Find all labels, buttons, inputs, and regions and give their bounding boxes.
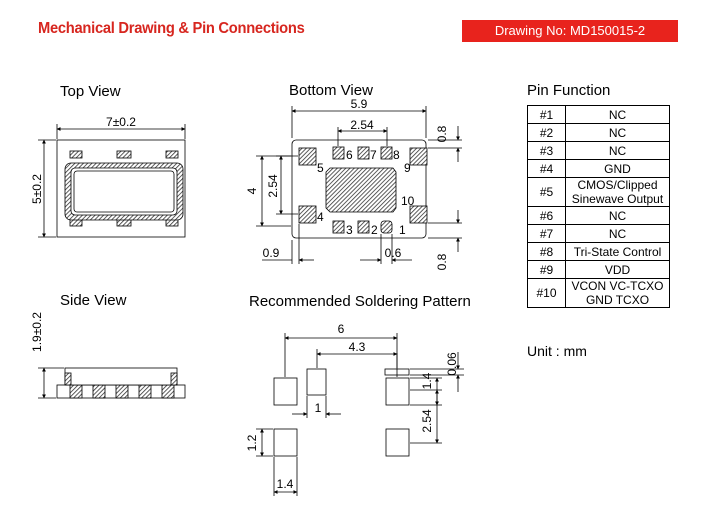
pin-label-1: 1 bbox=[399, 223, 406, 237]
pin-number-cell: #4 bbox=[527, 159, 566, 178]
pin-function-line: VDD bbox=[604, 262, 631, 277]
pin-number-cell: #9 bbox=[527, 260, 566, 279]
pin-row: #1 NC bbox=[527, 105, 670, 124]
dim-top-height: 5±0.2 bbox=[30, 174, 44, 204]
pin-number-cell: #1 bbox=[527, 105, 566, 124]
pin-function-cell: NC bbox=[565, 206, 670, 225]
dim-bottom-height: 4 bbox=[245, 187, 259, 194]
pin-function-line: GND TCXO bbox=[585, 293, 650, 307]
unit-note: Unit : mm bbox=[527, 343, 587, 359]
pin-function-line: NC bbox=[608, 107, 627, 122]
bottom-view-drawing bbox=[256, 106, 462, 264]
pin-row: #2 NC bbox=[527, 123, 670, 142]
pin-function-heading: Pin Function bbox=[527, 82, 611, 99]
top-view-heading: Top View bbox=[60, 83, 121, 100]
dim-sold-pad-gap: 0.06 bbox=[445, 352, 459, 376]
pin-function-cell: Tri-State Control bbox=[565, 242, 670, 261]
side-view-drawing bbox=[38, 367, 186, 399]
pin-label-8: 8 bbox=[393, 148, 400, 162]
soldering-pattern-heading: Recommended Soldering Pattern bbox=[249, 293, 471, 310]
pin-label-5: 5 bbox=[317, 161, 324, 175]
pin-number-cell: #2 bbox=[527, 123, 566, 142]
dim-sold-pad-h2: 1.2 bbox=[245, 434, 259, 451]
dim-bottom-pad-width: 0.6 bbox=[385, 246, 402, 260]
dim-sold-width: 6 bbox=[338, 322, 345, 336]
pin-function-cell: NC bbox=[565, 123, 670, 142]
dim-bottom-vert-spacing: 2.54 bbox=[266, 174, 280, 198]
pin-function-line: VCON VC-TCXO bbox=[571, 279, 664, 293]
pin-number-cell: #6 bbox=[527, 206, 566, 225]
pin-row: #7 NC bbox=[527, 224, 670, 243]
pin-function-cell: GND bbox=[565, 159, 670, 178]
pin-function-cell: NC bbox=[565, 105, 670, 124]
pin-row: #9 VDD bbox=[527, 260, 670, 279]
pin-function-line: NC bbox=[608, 226, 627, 241]
pin-label-6: 6 bbox=[346, 148, 353, 162]
pin-number-cell: #7 bbox=[527, 224, 566, 243]
pin-row: #6 NC bbox=[527, 206, 670, 225]
drawing-number-badge: Drawing No: MD150015-2 bbox=[462, 20, 678, 42]
pin-row: #8 Tri-State Control bbox=[527, 242, 670, 261]
dim-sold-small: 1 bbox=[315, 401, 322, 415]
dim-sold-vert: 2.54 bbox=[420, 409, 434, 433]
pin-number-cell: #3 bbox=[527, 141, 566, 160]
dim-top-width: 7±0.2 bbox=[106, 115, 136, 129]
pin-function-line: Tri-State Control bbox=[573, 244, 662, 259]
dim-bottom-top-margin: 0.8 bbox=[435, 125, 449, 142]
pin-number-cell: #5 bbox=[527, 177, 566, 207]
pin-function-line: Sinewave Output bbox=[571, 192, 664, 206]
dim-bottom-bottom-margin: 0.8 bbox=[435, 253, 449, 270]
soldering-pattern-drawing bbox=[256, 333, 464, 496]
dim-bottom-pad-spacing: 2.54 bbox=[350, 118, 374, 132]
side-view-heading: Side View bbox=[60, 292, 127, 309]
pin-function-cell: NC bbox=[565, 141, 670, 160]
dim-sold-inner: 4.3 bbox=[349, 340, 366, 354]
dim-bottom-left-offset: 0.9 bbox=[263, 246, 280, 260]
dim-sold-pad-height: 1.4 bbox=[420, 372, 434, 389]
pin-function-line: CMOS/Clipped bbox=[577, 178, 658, 192]
pin-label-4: 4 bbox=[317, 210, 324, 224]
pin-number-cell: #8 bbox=[527, 242, 566, 261]
pin-number-cell: #10 bbox=[527, 278, 566, 308]
pin-label-3: 3 bbox=[346, 223, 353, 237]
pin-function-cell: NC bbox=[565, 224, 670, 243]
pin-row: #3 NC bbox=[527, 141, 670, 160]
pin-row: #4 GND bbox=[527, 159, 670, 178]
pin-function-cell: VDD bbox=[565, 260, 670, 279]
bottom-view-heading: Bottom View bbox=[289, 82, 373, 99]
pin-label-10: 10 bbox=[401, 194, 415, 208]
dim-side-height: 1.9±0.2 bbox=[30, 312, 44, 352]
dim-sold-pad-w: 1.4 bbox=[277, 477, 294, 491]
pin-label-2: 2 bbox=[371, 223, 378, 237]
pin-label-7: 7 bbox=[370, 148, 377, 162]
pin-function-line: GND bbox=[604, 161, 631, 176]
pin-function-line: NC bbox=[608, 125, 627, 140]
pin-label-9: 9 bbox=[404, 161, 411, 175]
dim-bottom-width: 5.9 bbox=[351, 97, 368, 111]
pin-function-line: NC bbox=[608, 208, 627, 223]
top-view-drawing bbox=[38, 124, 186, 238]
page-title: Mechanical Drawing & Pin Connections bbox=[38, 20, 305, 37]
pin-function-line: NC bbox=[608, 143, 627, 158]
